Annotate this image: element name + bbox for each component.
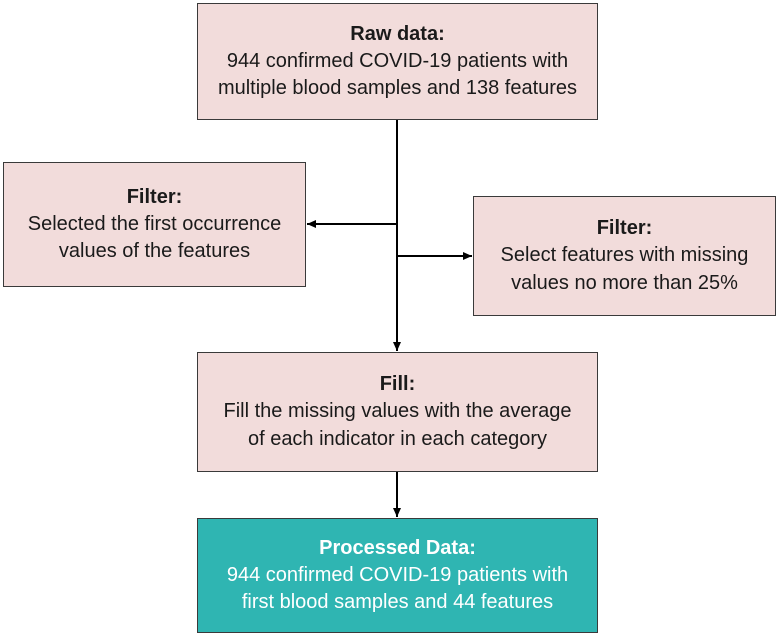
filter-missing-line-1: Select features with missing (500, 244, 749, 267)
fill-line-1: Fill the missing values with the average (223, 400, 572, 423)
fill-title: Fill: (379, 373, 416, 396)
processed-data-line-1: 944 confirmed COVID-19 patients with (226, 563, 569, 586)
filter-missing-title: Filter: (596, 217, 653, 240)
fill-node: Fill: Fill the missing values with the a… (197, 352, 598, 472)
filter-first-title: Filter: (126, 185, 183, 208)
processed-data-node: Processed Data: 944 confirmed COVID-19 p… (197, 518, 598, 633)
raw-data-node: Raw data: 944 confirmed COVID-19 patient… (197, 3, 598, 120)
raw-data-title: Raw data: (350, 22, 445, 45)
filter-missing-line-2: values no more than 25% (511, 271, 738, 294)
processed-data-line-2: first blood samples and 44 features (241, 591, 554, 614)
filter-first-line-2: values of the features (58, 240, 251, 263)
filter-first-line-1: Selected the first occurrence (27, 212, 282, 235)
filter-missing-values-node: Filter: Select features with missing val… (473, 196, 776, 316)
filter-first-occurrence-node: Filter: Selected the first occurrence va… (3, 162, 306, 287)
raw-data-line-1: 944 confirmed COVID-19 patients with (226, 49, 569, 72)
raw-data-line-2: multiple blood samples and 138 features (217, 77, 578, 100)
processed-data-title: Processed Data: (319, 536, 476, 559)
fill-line-2: of each indicator in each category (247, 427, 548, 450)
